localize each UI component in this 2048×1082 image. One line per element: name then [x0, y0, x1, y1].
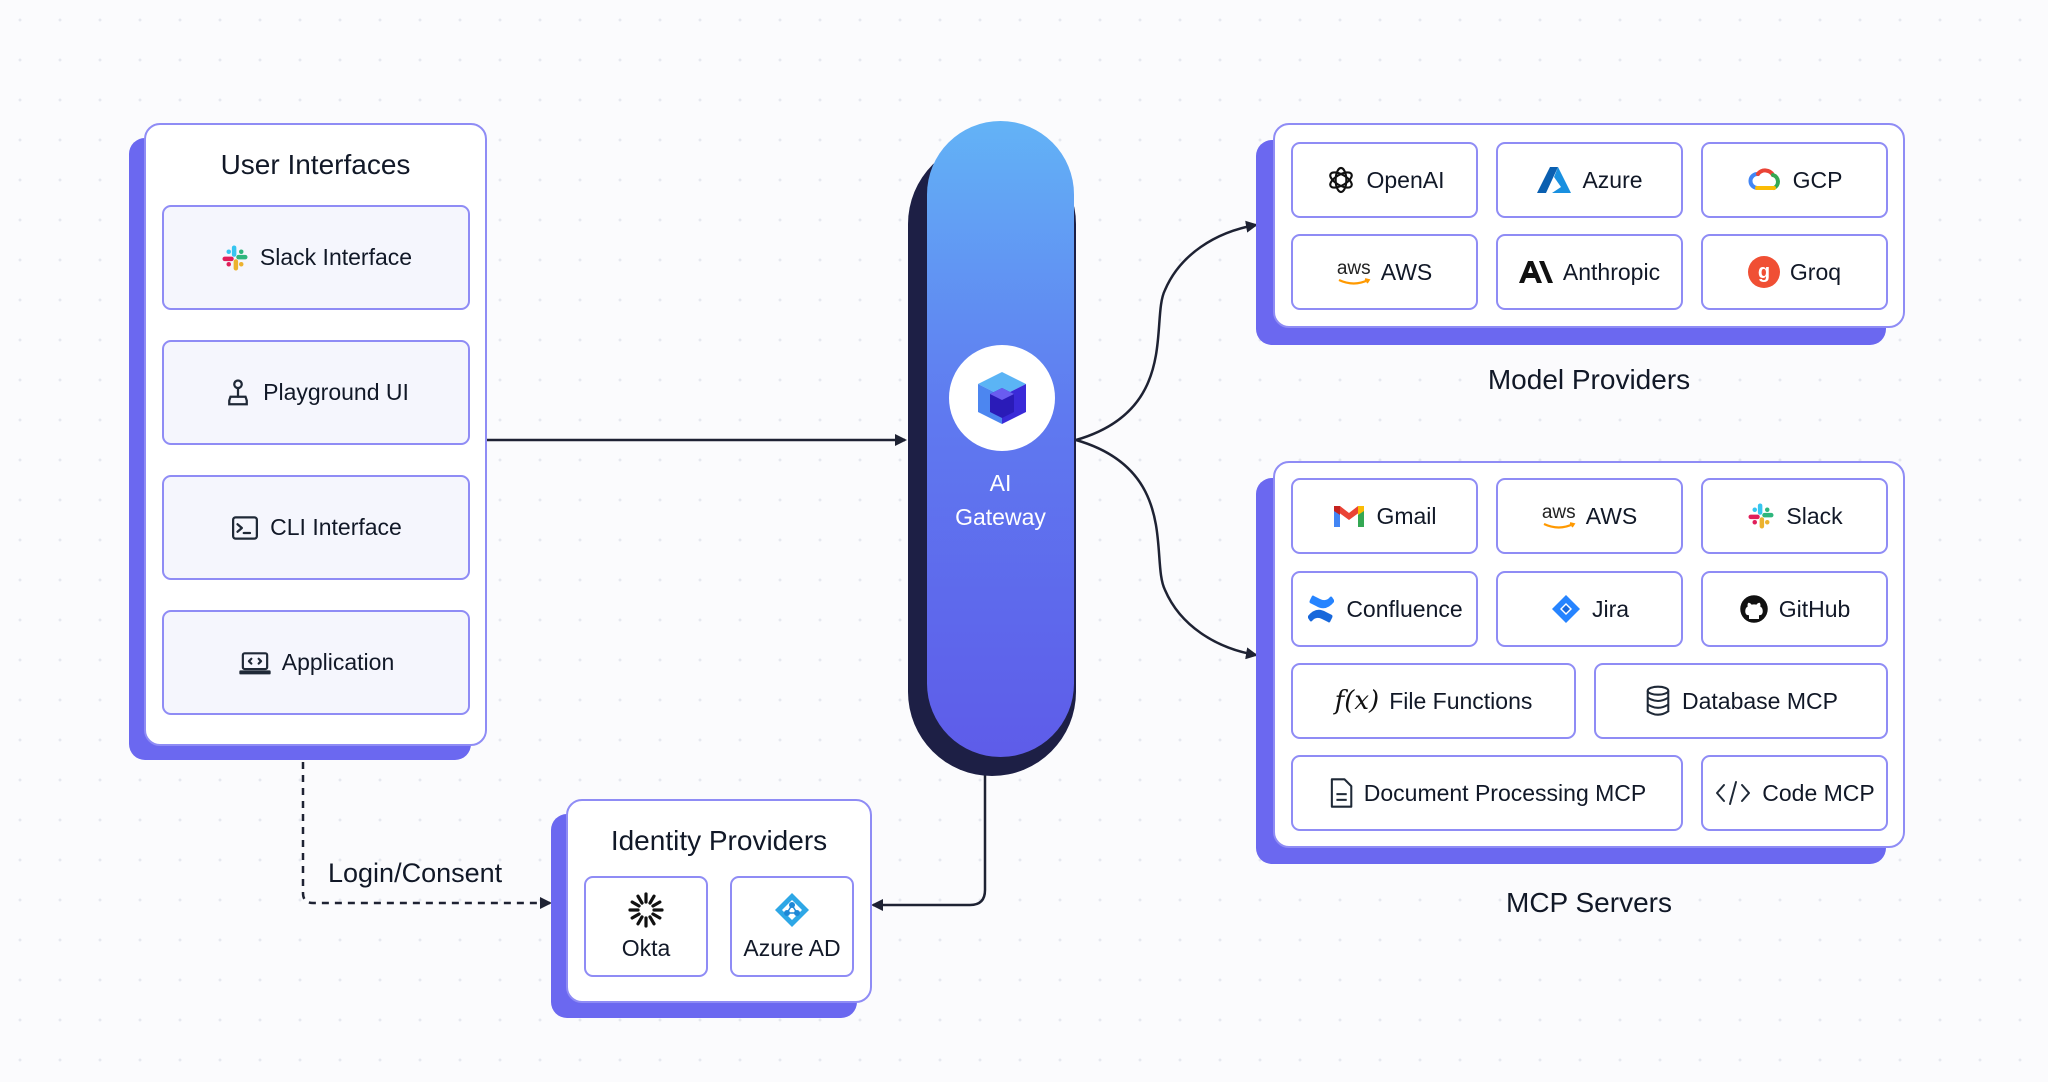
mcp-gmail[interactable]: Gmail	[1291, 478, 1478, 554]
azure-icon	[1536, 165, 1572, 195]
document-icon	[1328, 777, 1354, 809]
gateway-label: AI Gateway	[927, 466, 1074, 534]
mcp-confluence-label: Confluence	[1346, 595, 1463, 622]
confluence-icon	[1306, 594, 1336, 624]
arrow-gateway-to-mcp	[1075, 438, 1258, 660]
mcp-file-functions-label: File Functions	[1389, 687, 1533, 714]
playground-ui-card[interactable]: Playground UI	[162, 340, 470, 445]
laptop-code-icon	[238, 648, 272, 678]
function-icon-text: f(x)	[1334, 686, 1380, 716]
provider-aws[interactable]: aws AWS	[1291, 234, 1478, 310]
identity-providers-title: Identity Providers	[610, 825, 828, 856]
mcp-gmail-label: Gmail	[1376, 502, 1437, 529]
login-consent-label: Login/Consent	[328, 858, 503, 888]
jira-icon	[1550, 593, 1582, 625]
mcp-code[interactable]: Code MCP	[1701, 755, 1888, 831]
mcp-code-label: Code MCP	[1762, 779, 1875, 806]
function-icon: f(x)	[1335, 686, 1380, 716]
joystick-icon	[223, 378, 253, 408]
slack-interface-label: Slack Interface	[259, 244, 413, 270]
mcp-slack-label: Slack	[1786, 502, 1843, 529]
provider-groq[interactable]: g Groq	[1701, 234, 1888, 310]
slack-icon	[1746, 501, 1776, 531]
gateway-label-line2: Gateway	[955, 504, 1046, 530]
slack-interface-card[interactable]: Slack Interface	[162, 205, 470, 310]
user-interfaces-title: User Interfaces	[220, 149, 411, 180]
cli-interface-label: CLI Interface	[270, 514, 402, 540]
anthropic-icon	[1518, 259, 1553, 285]
provider-gcp-label: GCP	[1792, 166, 1843, 193]
mcp-aws-icon-text: aws	[1541, 501, 1576, 523]
mcp-slack[interactable]: Slack	[1701, 478, 1888, 554]
mcp-github[interactable]: GitHub	[1701, 571, 1888, 647]
mcp-aws-label: AWS	[1585, 502, 1638, 529]
mcp-servers-title: MCP Servers	[1506, 887, 1672, 918]
application-label: Application	[281, 649, 395, 675]
gmail-icon	[1332, 503, 1366, 529]
mcp-aws[interactable]: aws AWS	[1496, 478, 1683, 554]
idp-azure-ad-label: Azure AD	[743, 935, 841, 961]
mcp-confluence[interactable]: Confluence	[1291, 571, 1478, 647]
gateway-label-line1: AI	[989, 470, 1012, 496]
mcp-file-functions[interactable]: f(x) File Functions	[1291, 663, 1576, 739]
provider-anthropic[interactable]: Anthropic	[1496, 234, 1683, 310]
application-card[interactable]: Application	[162, 610, 470, 715]
terminal-icon	[230, 513, 260, 543]
groq-icon-text: g	[1757, 260, 1771, 283]
playground-ui-label: Playground UI	[263, 379, 409, 405]
arrow-login-consent	[301, 762, 552, 909]
code-icon	[1714, 778, 1752, 808]
idp-okta[interactable]: Okta	[584, 876, 708, 977]
arrow-gateway-to-models	[1075, 220, 1258, 442]
azure-ad-icon	[773, 891, 811, 929]
provider-anthropic-label: Anthropic	[1562, 258, 1661, 285]
mcp-jira[interactable]: Jira	[1496, 571, 1683, 647]
mcp-github-label: GitHub	[1778, 595, 1851, 622]
openai-icon	[1325, 164, 1357, 196]
provider-gcp[interactable]: GCP	[1701, 142, 1888, 218]
mcp-database[interactable]: Database MCP	[1594, 663, 1888, 739]
aws-icon-text: aws	[1336, 257, 1371, 279]
model-providers-title: Model Providers	[1487, 364, 1691, 395]
github-icon	[1739, 594, 1769, 624]
gateway-logo	[949, 345, 1055, 451]
mcp-database-label: Database MCP	[1682, 687, 1838, 714]
provider-azure-label: Azure	[1582, 166, 1643, 193]
aws-icon: aws	[1542, 503, 1576, 530]
cube-logo-icon	[970, 366, 1034, 430]
provider-azure[interactable]: Azure	[1496, 142, 1683, 218]
provider-groq-label: Groq	[1789, 258, 1842, 285]
mcp-jira-label: Jira	[1591, 595, 1630, 622]
google-cloud-icon	[1747, 166, 1783, 194]
aws-icon: aws	[1337, 259, 1371, 286]
groq-icon: g	[1747, 256, 1780, 288]
cli-interface-card[interactable]: CLI Interface	[162, 475, 470, 580]
database-icon	[1644, 685, 1672, 717]
provider-openai[interactable]: OpenAI	[1291, 142, 1478, 218]
okta-icon	[627, 891, 665, 929]
mcp-document-processing-label: Document Processing MCP	[1363, 779, 1647, 806]
provider-aws-label: AWS	[1380, 258, 1433, 285]
idp-okta-label: Okta	[621, 935, 671, 961]
provider-openai-label: OpenAI	[1366, 166, 1445, 193]
arrow-gateway-to-identity	[871, 775, 987, 911]
mcp-document-processing[interactable]: Document Processing MCP	[1291, 755, 1683, 831]
idp-azure-ad[interactable]: Azure AD	[730, 876, 854, 977]
slack-icon	[220, 243, 250, 273]
